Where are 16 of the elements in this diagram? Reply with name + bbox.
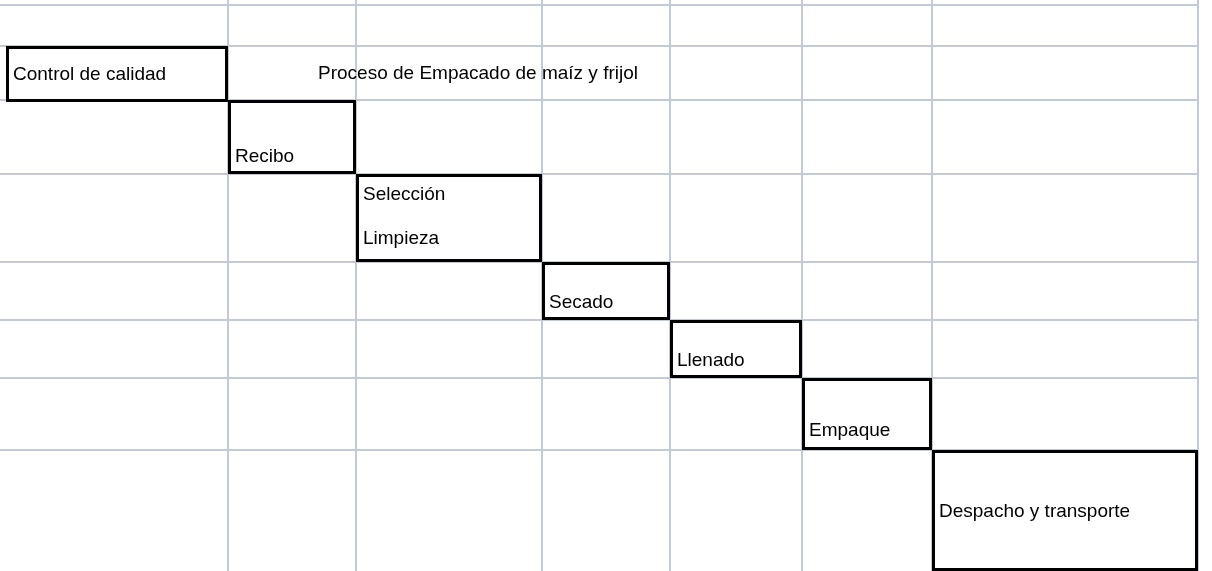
- step-label: Recibo: [235, 145, 295, 168]
- process-step-box: [932, 450, 1198, 571]
- process-step-box: [802, 378, 932, 450]
- process-step-box: [228, 100, 356, 174]
- step-label: Llenado: [677, 349, 745, 372]
- process-step-box: [356, 174, 542, 262]
- process-step-box: [670, 320, 802, 378]
- step-label: Control de calidad: [13, 63, 167, 86]
- step-label: Selección: [363, 183, 446, 206]
- process-step-box: [542, 262, 670, 320]
- step-label: Secado: [549, 291, 614, 314]
- step-label: Despacho y transporte: [939, 500, 1131, 523]
- process-step-box: [6, 46, 228, 102]
- chart-title: Proceso de Empacado de maíz y frijol: [318, 62, 638, 84]
- step-label: Limpieza: [363, 227, 440, 250]
- step-label: Empaque: [809, 419, 891, 442]
